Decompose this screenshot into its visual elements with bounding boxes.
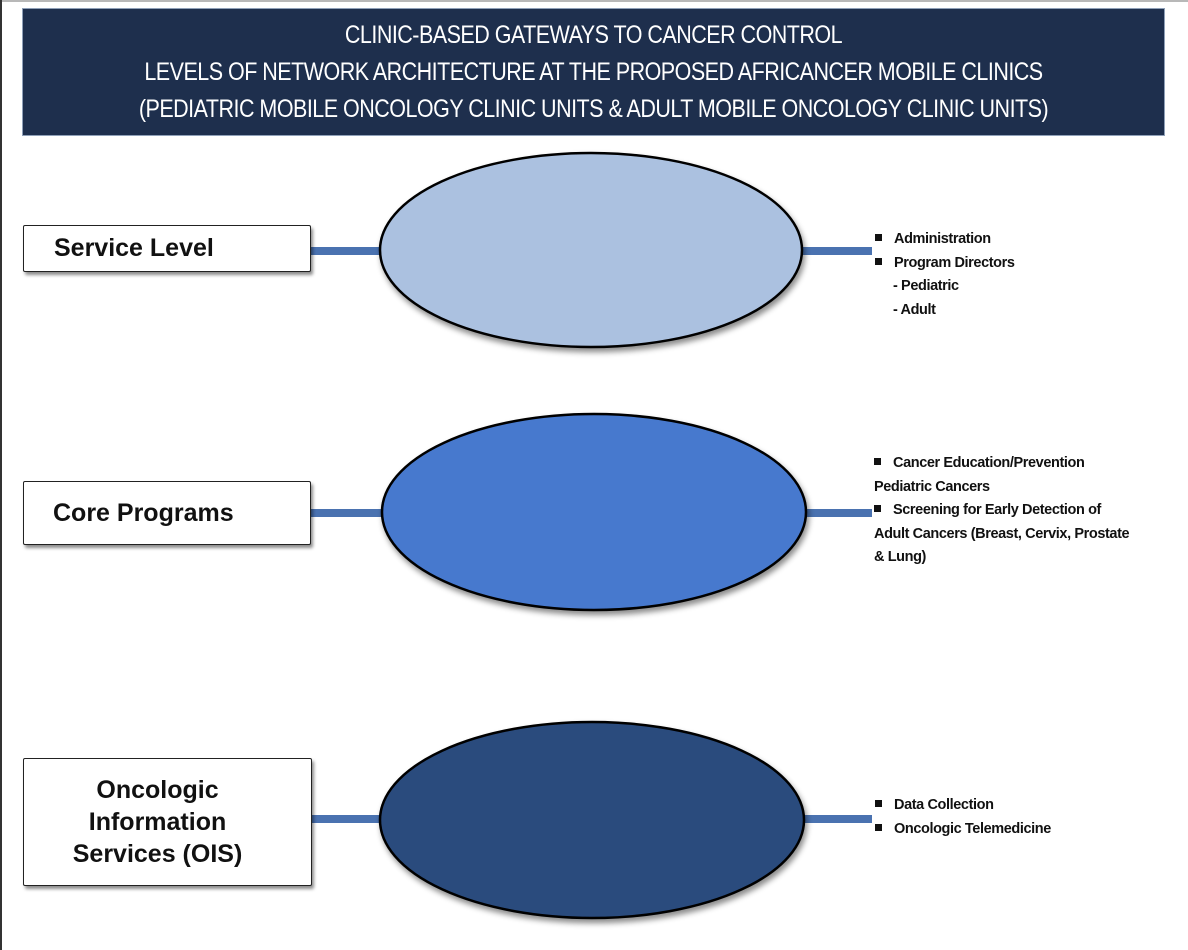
list-item-text: & Lung)	[874, 549, 926, 565]
square-bullet-icon	[875, 234, 882, 241]
list-item: - Adult	[875, 299, 1015, 323]
list-item: Cancer Education/Prevention	[874, 452, 1129, 476]
list-item: Program Directors	[875, 252, 1015, 276]
connector-left-core	[310, 509, 384, 517]
list-item-text: Administration	[894, 231, 991, 247]
level-box-ois: Oncologic Information Services (OIS)	[23, 758, 312, 886]
list-item: & Lung)	[874, 546, 1129, 570]
title-line-3: (PEDIATRIC MOBILE ONCOLOGY CLINIC UNITS …	[138, 95, 1049, 123]
level-label-ois-line-3: Services (OIS)	[72, 840, 243, 868]
list-item: Oncologic Telemedicine	[875, 818, 1051, 842]
level-box-service: Service Level	[23, 225, 311, 272]
left-border	[0, 0, 2, 950]
title-line-1: CLINIC-BASED GATEWAYS TO CANCER CONTROL	[344, 21, 843, 49]
connector-right-ois	[803, 815, 872, 823]
list-item: - Pediatric	[875, 275, 1015, 299]
level-label-ois-line-1: Oncologic	[96, 776, 219, 804]
list-item: Adult Cancers (Breast, Cervix, Prostate	[874, 523, 1130, 547]
level-label-service: Service Level	[54, 234, 214, 262]
list-item-text: Screening for Early Detection of	[893, 502, 1101, 518]
list-item: Pediatric Cancers	[874, 476, 1129, 500]
square-bullet-icon	[874, 505, 881, 512]
level-box-core-programs: Core Programs	[23, 481, 311, 545]
connector-right-service	[800, 247, 872, 255]
level-label-core-programs: Core Programs	[53, 498, 234, 527]
list-item-text: Cancer Education/Prevention	[893, 455, 1085, 471]
list-item: Administration	[875, 228, 1015, 252]
list-item-text: - Adult	[893, 301, 936, 318]
connector-left-ois	[311, 815, 383, 823]
connector-right-core	[804, 509, 872, 517]
level-label-ois-line-2: Information	[88, 808, 227, 836]
list-item: Data Collection	[875, 794, 1051, 818]
square-bullet-icon	[875, 800, 882, 807]
ellipse-service-level	[378, 151, 804, 349]
ellipse-ois	[378, 720, 806, 920]
list-item-text: - Pediatric	[893, 278, 959, 294]
title-line-2: LEVELS OF NETWORK ARCHITECTURE AT THE PR…	[144, 58, 1043, 86]
square-bullet-icon	[875, 257, 882, 265]
square-bullet-icon	[874, 458, 881, 465]
square-bullet-icon	[875, 823, 882, 831]
ellipse-core-programs	[380, 412, 808, 612]
list-item-text: Pediatric Cancers	[874, 478, 990, 495]
list-item-text: Adult Cancers (Breast, Cervix, Prostate	[874, 525, 1130, 542]
connector-left-service	[310, 247, 382, 255]
list-item-text: Data Collection	[894, 797, 994, 813]
list-item: Screening for Early Detection of	[874, 499, 1129, 523]
list-item-text: Program Directors	[894, 254, 1015, 271]
diagram-title-banner: CLINIC-BASED GATEWAYS TO CANCER CONTROL …	[22, 8, 1165, 136]
top-border	[0, 0, 1188, 2]
list-item-text: Oncologic Telemedicine	[894, 820, 1051, 837]
